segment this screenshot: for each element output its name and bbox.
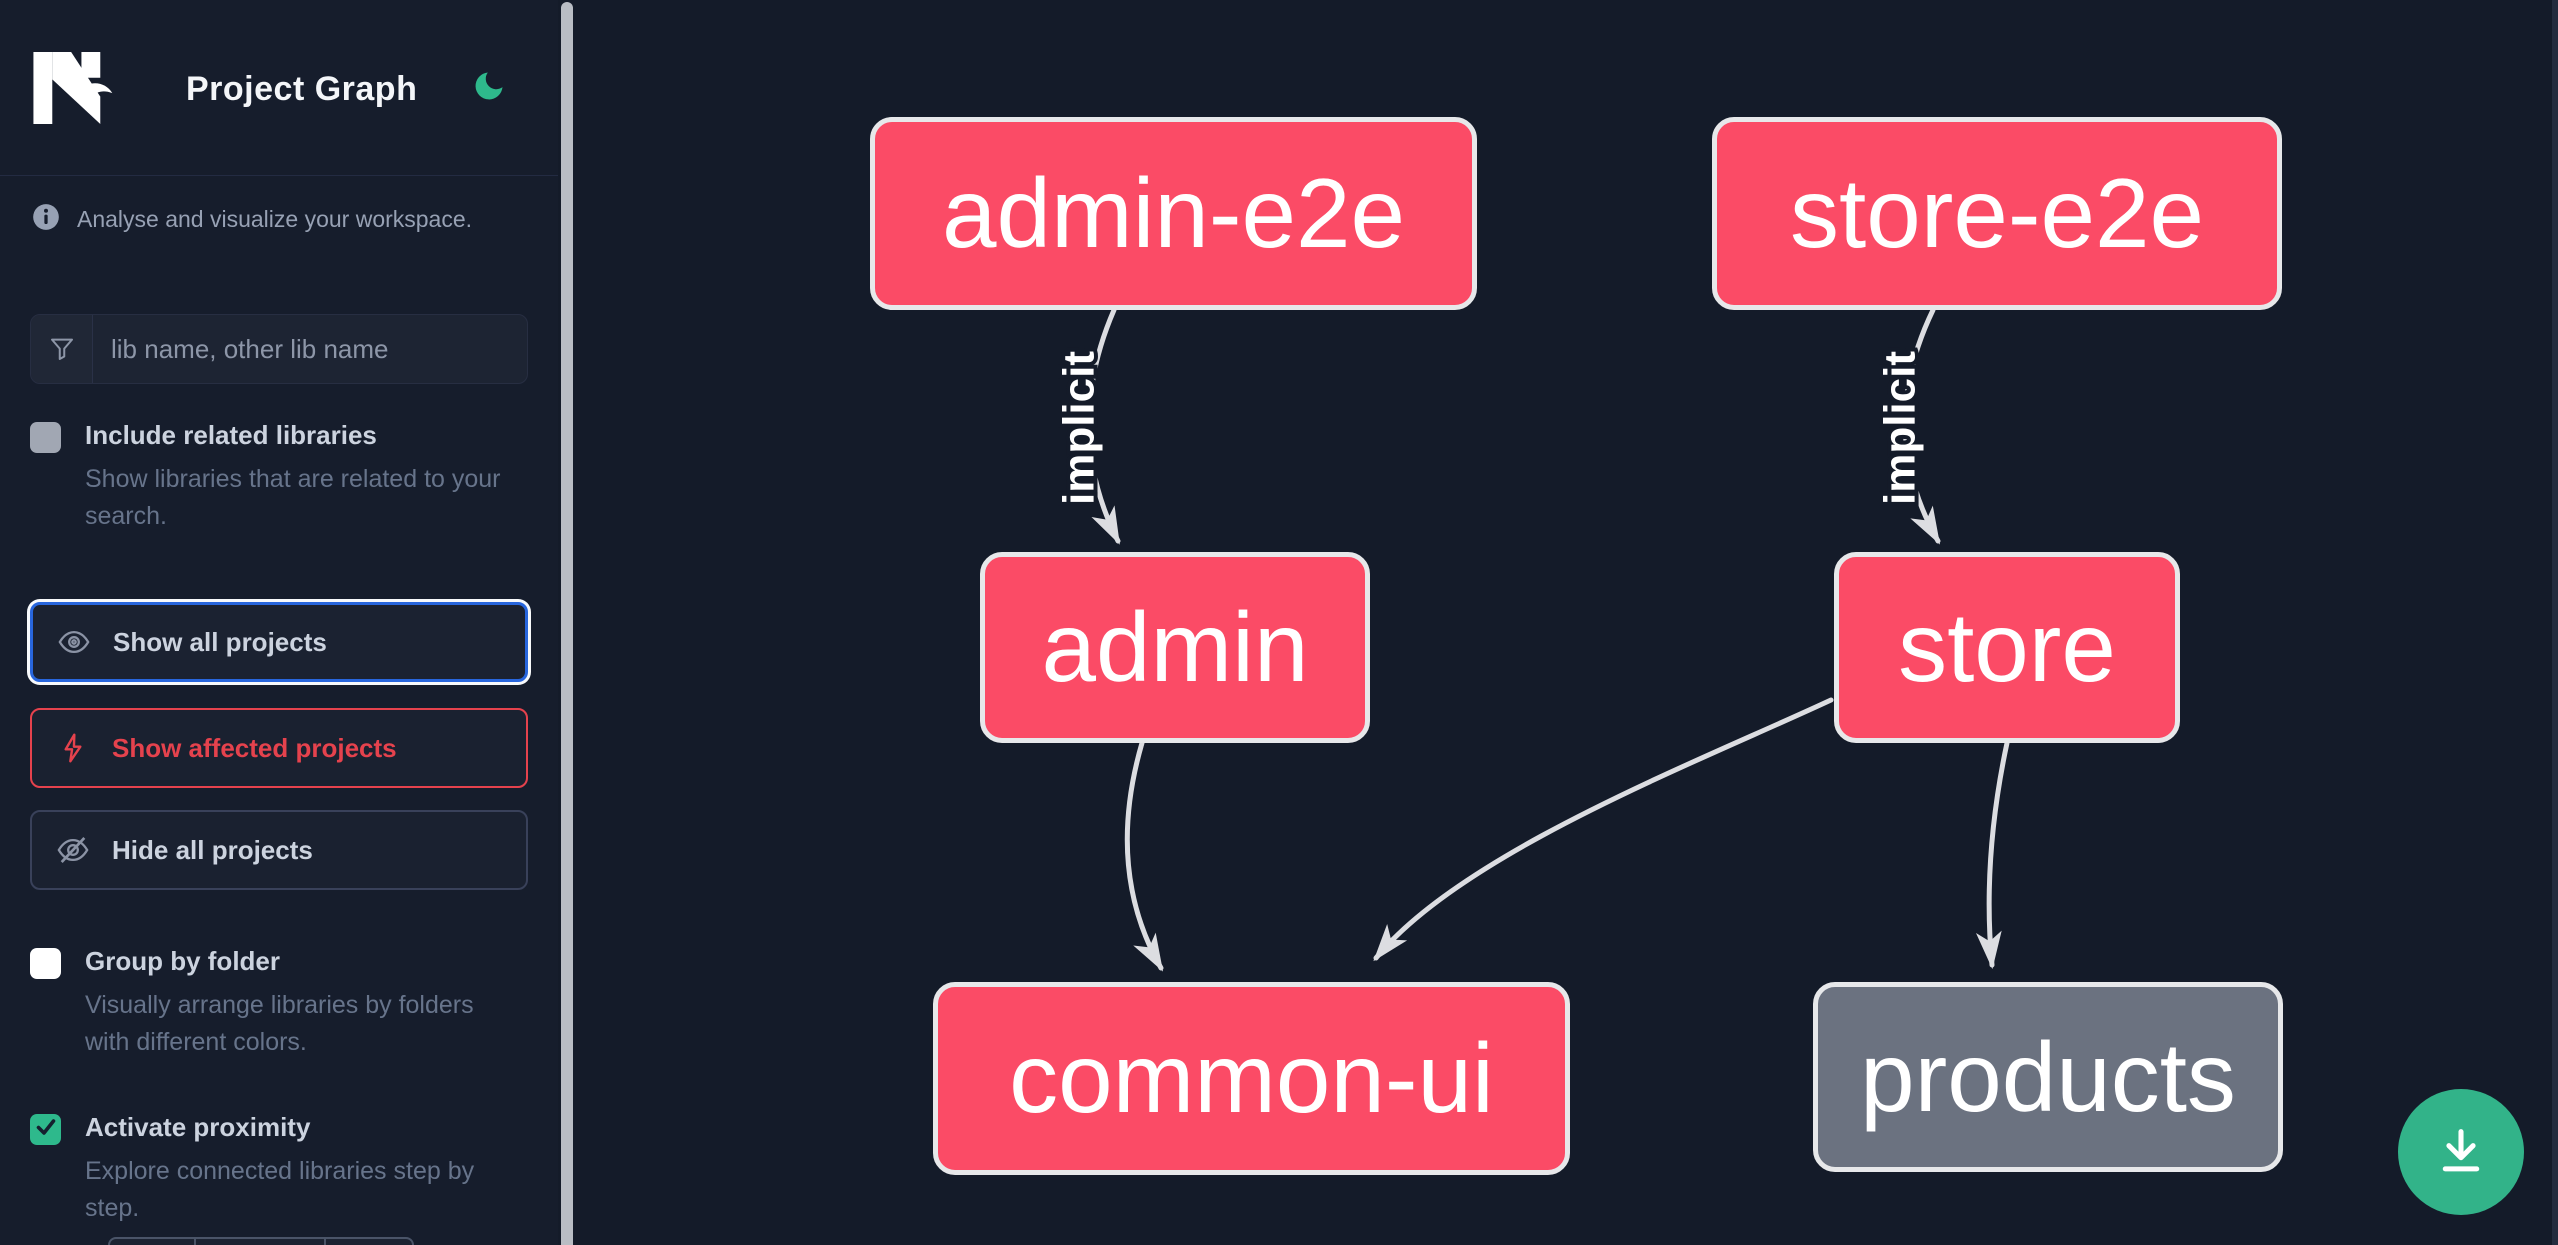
node-label: store-e2e bbox=[1789, 158, 2204, 268]
page-title: Project Graph bbox=[186, 70, 418, 108]
group-by-folder-label: Group by folder bbox=[85, 946, 280, 976]
edges-layer: implicit implicit bbox=[1051, 307, 2010, 972]
graph-node-store[interactable]: store bbox=[1834, 552, 2180, 743]
activate-proximity-label: Activate proximity bbox=[85, 1112, 311, 1142]
nx-logo bbox=[33, 52, 113, 124]
eye-off-icon bbox=[56, 833, 90, 867]
workspace-info: Analyse and visualize your workspace. bbox=[32, 203, 532, 236]
include-related-checkbox[interactable] bbox=[30, 422, 61, 453]
edge-store-products[interactable] bbox=[1975, 740, 2010, 970]
sidebar-header: Project Graph bbox=[0, 0, 558, 176]
stepper-decrement[interactable] bbox=[108, 1237, 196, 1245]
edge-store-e2e-store[interactable] bbox=[1902, 307, 1941, 545]
stepper-increment[interactable] bbox=[326, 1237, 414, 1245]
group-by-folder-option: Group by folder Visually arrange librari… bbox=[30, 946, 493, 1061]
sidebar-scrollbar-track bbox=[558, 0, 578, 1245]
show-all-projects-button[interactable]: Show all projects bbox=[30, 602, 528, 682]
node-label: store bbox=[1898, 592, 2116, 702]
search-box bbox=[30, 314, 528, 384]
theme-toggle-button[interactable] bbox=[470, 68, 508, 106]
sidebar: Project Graph Analyse and visualize your… bbox=[0, 0, 558, 1245]
activate-proximity-option: Activate proximity Explore connected lib… bbox=[30, 1112, 477, 1227]
eye-icon bbox=[57, 625, 91, 659]
edge-label-implicit-2: implicit bbox=[1876, 351, 1925, 505]
graph-node-store-e2e[interactable]: store-e2e bbox=[1712, 117, 2282, 310]
group-by-folder-checkbox[interactable] bbox=[30, 948, 61, 979]
activate-proximity-checkbox[interactable] bbox=[30, 1114, 61, 1145]
edge-admin-e2e-admin[interactable] bbox=[1086, 307, 1121, 545]
bolt-icon bbox=[56, 731, 90, 765]
sidebar-scrollbar-thumb[interactable] bbox=[561, 2, 573, 1245]
download-image-button[interactable] bbox=[2398, 1089, 2524, 1215]
graph-node-common-ui[interactable]: common-ui bbox=[933, 982, 1570, 1175]
include-related-option: Include related libraries Show libraries… bbox=[30, 420, 519, 535]
proximity-stepper bbox=[108, 1237, 414, 1245]
activate-proximity-description: Explore connected libraries step by step… bbox=[85, 1157, 475, 1222]
edge-store-common-ui[interactable] bbox=[1373, 697, 1834, 962]
graph-node-admin[interactable]: admin bbox=[980, 552, 1370, 743]
node-label: admin bbox=[1041, 592, 1309, 702]
node-label: common-ui bbox=[1009, 1023, 1494, 1133]
hide-all-projects-button[interactable]: Hide all projects bbox=[30, 810, 528, 890]
include-related-label: Include related libraries bbox=[85, 420, 377, 450]
search-input[interactable] bbox=[93, 315, 527, 383]
info-text: Analyse and visualize your workspace. bbox=[77, 206, 473, 232]
stepper-value bbox=[196, 1237, 326, 1245]
filter-icon bbox=[31, 315, 93, 383]
group-by-folder-description: Visually arrange libraries by folders wi… bbox=[85, 991, 474, 1056]
edge-admin-common-ui[interactable] bbox=[1124, 740, 1164, 972]
check-icon bbox=[34, 1115, 58, 1144]
graph-canvas[interactable]: implicit implicit admin-e2e store-e2e ad… bbox=[558, 0, 2558, 1245]
info-icon bbox=[32, 203, 60, 236]
show-affected-projects-label: Show affected projects bbox=[112, 732, 397, 763]
graph-node-admin-e2e[interactable]: admin-e2e bbox=[870, 117, 1477, 310]
show-affected-projects-button[interactable]: Show affected projects bbox=[30, 708, 528, 788]
show-all-projects-label: Show all projects bbox=[113, 626, 327, 657]
hide-all-projects-label: Hide all projects bbox=[112, 834, 313, 865]
node-label: products bbox=[1860, 1021, 2236, 1132]
window-scrollbar-strip[interactable] bbox=[2552, 0, 2558, 1245]
edge-label-implicit-1: implicit bbox=[1055, 351, 1104, 505]
download-icon bbox=[2432, 1122, 2490, 1183]
moon-icon bbox=[471, 72, 507, 107]
graph-node-products[interactable]: products bbox=[1813, 982, 2283, 1172]
include-related-description: Show libraries that are related to your … bbox=[85, 465, 501, 530]
node-label: admin-e2e bbox=[941, 158, 1406, 268]
